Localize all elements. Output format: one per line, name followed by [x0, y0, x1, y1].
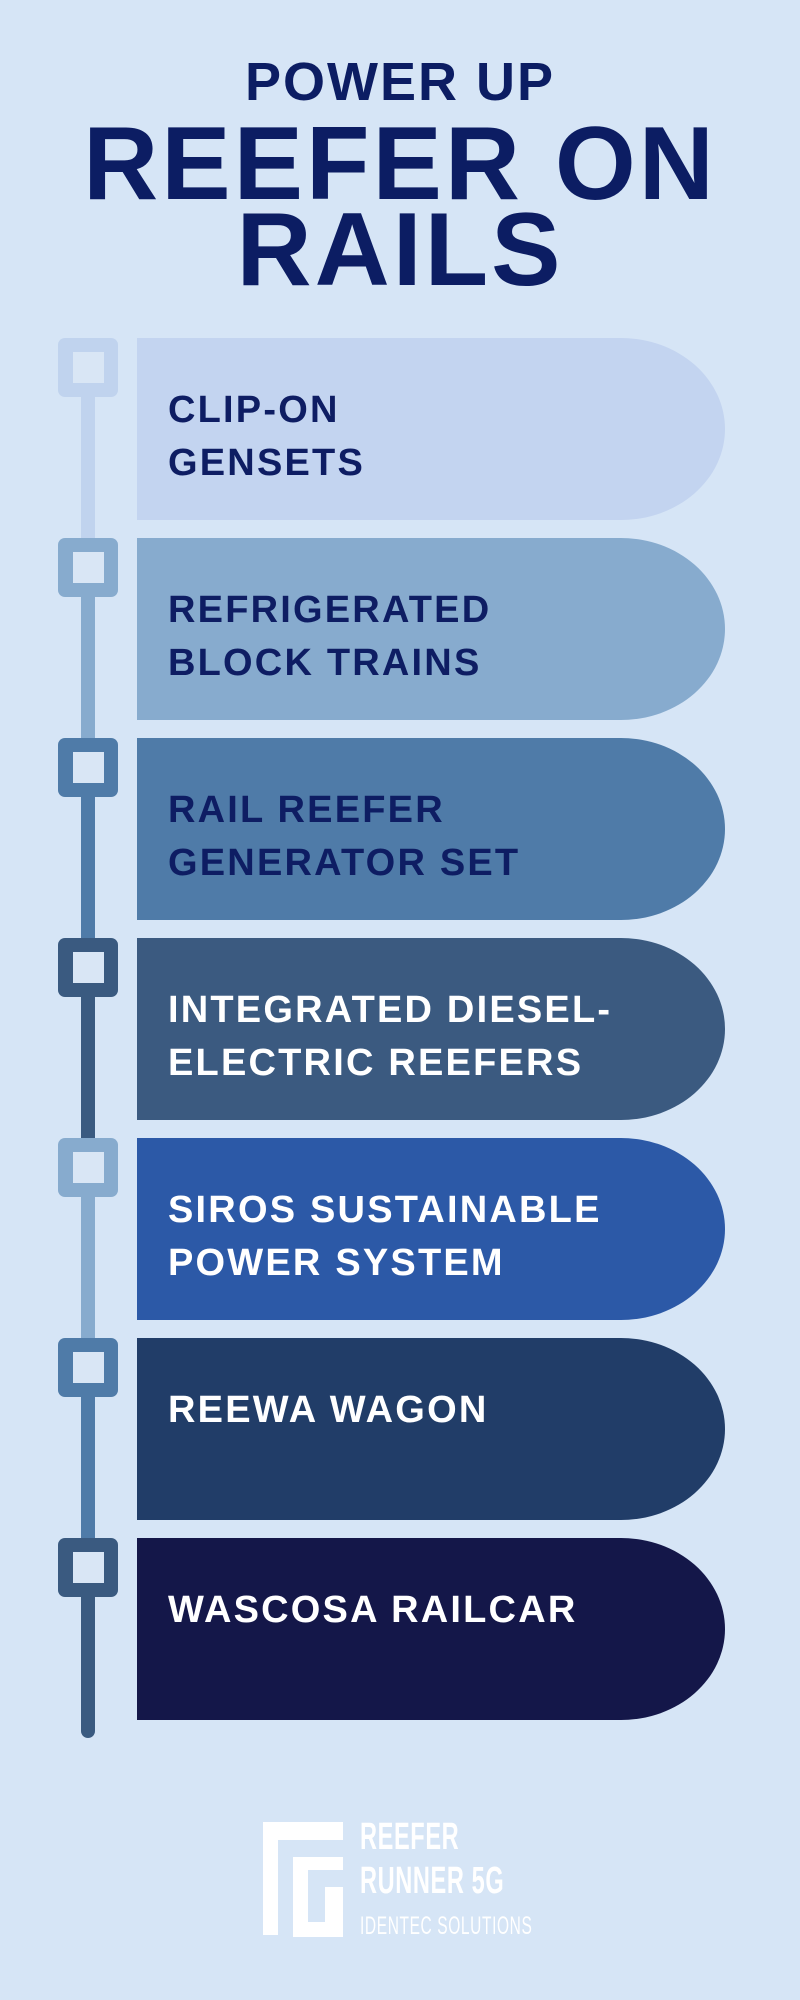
timeline-node-icon — [58, 1538, 118, 1597]
timeline-connector — [81, 1394, 95, 1540]
card-label-line: INTEGRATED DIESEL- — [168, 989, 613, 1031]
timeline-node-icon — [58, 738, 118, 797]
card-label-line: RAIL REEFER — [168, 789, 445, 831]
timeline-connector — [81, 594, 95, 740]
reefer-runner-logo-icon — [263, 1822, 343, 1937]
timeline-card: SIROS SUSTAINABLE POWER SYSTEM — [137, 1138, 725, 1320]
timeline-connector — [81, 994, 95, 1140]
node-square-icon — [73, 952, 104, 983]
node-square-icon — [73, 1152, 104, 1183]
timeline-node-icon — [58, 938, 118, 997]
card-label-line: REFRIGERATED — [168, 589, 492, 631]
timeline-card: WASCOSA RAILCAR — [137, 1538, 725, 1720]
timeline-connector — [81, 1194, 95, 1340]
card-label-line: GENERATOR SET — [168, 842, 521, 884]
timeline-card: REFRIGERATED BLOCK TRAINS — [137, 538, 725, 720]
title-kicker: POWER UP — [244, 52, 556, 112]
card-label-line: BLOCK TRAINS — [168, 642, 482, 684]
timeline-card: RAIL REEFER GENERATOR SET — [137, 738, 725, 920]
node-square-icon — [73, 1552, 104, 1583]
timeline-connector — [81, 394, 95, 540]
timeline-connector — [81, 1594, 95, 1738]
card-label-line: REEWA WAGON — [168, 1389, 489, 1431]
card-label-line: CLIP-ON — [168, 389, 340, 431]
logo-line-1: REEFER — [360, 1816, 460, 1858]
timeline-connector — [81, 794, 95, 940]
card-label-line: POWER SYSTEM — [168, 1242, 505, 1284]
node-square-icon — [73, 352, 104, 383]
card-label-line: SIROS SUSTAINABLE — [168, 1189, 602, 1231]
card-label-line: WASCOSA RAILCAR — [168, 1589, 578, 1631]
card-label-line: GENSETS — [168, 442, 365, 484]
node-square-icon — [73, 752, 104, 783]
node-square-icon — [73, 1352, 104, 1383]
card-label-line: ELECTRIC REEFERS — [168, 1042, 584, 1084]
logo-line-3: IDENTEC SOLUTIONS — [360, 1912, 533, 1940]
timeline-card: INTEGRATED DIESEL- ELECTRIC REEFERS — [137, 938, 725, 1120]
timeline-card: CLIP-ON GENSETS — [137, 338, 725, 520]
footer-logo: REEFER RUNNER 5G IDENTEC SOLUTIONS — [255, 1815, 555, 1945]
page-title-line-1: REEFER ON — [83, 106, 717, 222]
logo-line-2: RUNNER 5G — [360, 1860, 505, 1902]
timeline-node-icon — [58, 538, 118, 597]
timeline-node-icon — [58, 338, 118, 397]
timeline-node-icon — [58, 1138, 118, 1197]
timeline-node-icon — [58, 1338, 118, 1397]
timeline-card: REEWA WAGON — [137, 1338, 725, 1520]
node-square-icon — [73, 552, 104, 583]
page-title-line-2: RAILS — [236, 192, 564, 308]
